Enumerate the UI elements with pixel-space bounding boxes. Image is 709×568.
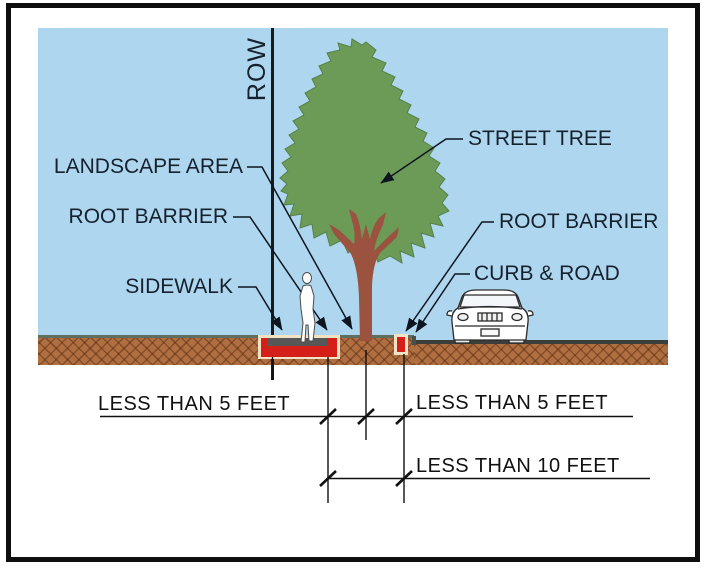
label-curb-road: CURB & ROAD [474,262,620,285]
label-root-barrier-left: ROOT BARRIER [68,205,228,228]
leader-root-barrier-right [405,221,494,332]
dim-label-10ft: LESS THAN 10 FEET [416,455,620,477]
dim-label-right-5ft: LESS THAN 5 FEET [416,392,609,414]
row-line [271,28,274,380]
label-root-barrier-right: ROOT BARRIER [499,210,659,233]
dim-label-left-5ft: LESS THAN 5 FEET [98,393,291,415]
dimension-ticks [319,408,413,487]
leader-street-tree [380,138,463,184]
leader-curb-road [415,273,470,333]
label-sidewalk: SIDEWALK [125,275,233,298]
landscape-ground [38,335,414,365]
label-street-tree: STREET TREE [468,127,612,150]
label-landscape-area: LANDSCAPE AREA [53,155,243,178]
curb-step [412,336,416,345]
root-barrier-right-panel [397,337,405,352]
road-ground [414,340,668,365]
leader-landscape-area [247,166,353,330]
tree-trunk [329,209,399,341]
sidewalk-slab [267,338,327,346]
leader-sidewalk [238,286,283,331]
